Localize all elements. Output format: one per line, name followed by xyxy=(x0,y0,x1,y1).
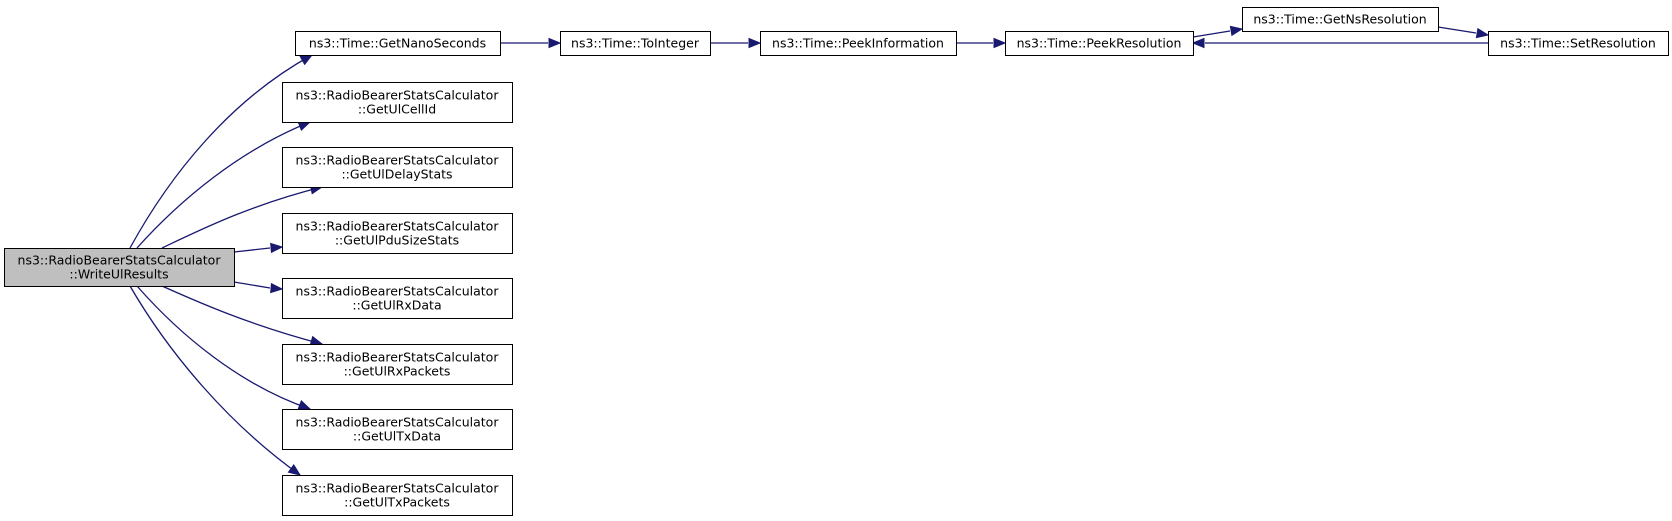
node-delay[interactable]: ns3::RadioBearerStatsCalculator::GetUlDe… xyxy=(282,147,513,188)
edge-tointeger-to-peekinfo xyxy=(710,37,762,49)
nodes-layer: ns3::RadioBearerStatsCalculator::WriteUl… xyxy=(4,7,1669,516)
edge-getnano-to-tointeger xyxy=(500,37,562,49)
node-label: ns3::RadioBearerStatsCalculator xyxy=(296,284,500,299)
edge-line xyxy=(136,121,311,249)
node-label: ns3::RadioBearerStatsCalculator xyxy=(296,153,500,168)
node-box xyxy=(1488,31,1669,56)
node-label: ns3::Time::SetResolution xyxy=(1500,36,1656,51)
node-peekres[interactable]: ns3::Time::PeekResolution xyxy=(1005,31,1194,56)
node-box xyxy=(282,213,513,254)
node-box xyxy=(282,278,513,319)
arrow-head xyxy=(993,37,1007,49)
node-label: ::GetUlDelayStats xyxy=(341,167,452,182)
arrow-head xyxy=(1475,27,1490,39)
node-box xyxy=(1005,31,1194,56)
node-rxpkt[interactable]: ns3::RadioBearerStatsCalculator::GetUlRx… xyxy=(282,344,513,385)
edge-setres-to-peekres xyxy=(1191,37,1488,49)
edge-write-to-txpkt xyxy=(129,285,302,476)
node-label: ns3::RadioBearerStatsCalculator xyxy=(296,219,500,234)
node-label: ns3::RadioBearerStatsCalculator xyxy=(296,415,500,430)
edge-line xyxy=(1192,30,1231,38)
edge-write-to-pdu xyxy=(233,242,284,254)
arrow-head xyxy=(299,54,314,66)
edge-getns-to-setres xyxy=(1437,26,1490,39)
node-txdata[interactable]: ns3::RadioBearerStatsCalculator::GetUlTx… xyxy=(282,409,513,450)
edge-line xyxy=(161,186,323,249)
node-box xyxy=(1242,7,1439,32)
node-box xyxy=(282,344,513,385)
arrow-head xyxy=(297,121,312,132)
node-pdu[interactable]: ns3::RadioBearerStatsCalculator::GetUlPd… xyxy=(282,213,513,254)
node-setres[interactable]: ns3::Time::SetResolution xyxy=(1488,31,1669,56)
node-getns[interactable]: ns3::Time::GetNsResolution xyxy=(1242,7,1439,32)
arrow-head xyxy=(270,282,284,294)
arrow-head xyxy=(1229,25,1244,37)
node-label: ::GetUlCellId xyxy=(358,102,436,117)
edge-line xyxy=(161,285,323,345)
node-label: ::GetUlPduSizeStats xyxy=(335,233,459,248)
node-label: ns3::RadioBearerStatsCalculator xyxy=(18,253,222,268)
arrow-head xyxy=(748,37,762,49)
node-box xyxy=(560,31,711,56)
node-box xyxy=(282,147,513,188)
node-tointeger[interactable]: ns3::Time::ToInteger xyxy=(560,31,711,56)
arrow-head xyxy=(287,463,302,476)
edge-line xyxy=(129,285,301,476)
edge-line xyxy=(233,247,271,253)
node-label: ::GetUlRxPackets xyxy=(344,364,451,379)
node-box xyxy=(4,248,235,287)
node-label: ::WriteUlResults xyxy=(69,267,168,282)
node-label: ns3::Time::ToInteger xyxy=(571,36,700,51)
edges-layer xyxy=(129,25,1490,476)
node-write[interactable]: ns3::RadioBearerStatsCalculator::WriteUl… xyxy=(4,248,235,287)
node-label: ::GetUlTxPackets xyxy=(344,495,450,510)
node-rxdata[interactable]: ns3::RadioBearerStatsCalculator::GetUlRx… xyxy=(282,278,513,319)
edge-line xyxy=(233,281,271,289)
node-cellid[interactable]: ns3::RadioBearerStatsCalculator::GetUlCe… xyxy=(282,82,513,123)
node-getnano[interactable]: ns3::Time::GetNanoSeconds xyxy=(295,31,501,56)
node-box xyxy=(282,475,513,516)
edge-write-to-rxdata xyxy=(233,281,284,294)
node-peekinfo[interactable]: ns3::Time::PeekInformation xyxy=(760,31,957,56)
node-label: ns3::Time::PeekResolution xyxy=(1017,36,1182,51)
node-box xyxy=(760,31,957,56)
arrow-head xyxy=(297,399,312,410)
node-box xyxy=(282,409,513,450)
edge-line xyxy=(129,54,313,249)
node-box xyxy=(295,31,501,56)
node-label: ::GetUlRxData xyxy=(352,298,441,313)
node-label: ns3::Time::PeekInformation xyxy=(772,36,944,51)
node-box xyxy=(282,82,513,123)
node-label: ns3::RadioBearerStatsCalculator xyxy=(296,350,500,365)
node-label: ns3::Time::GetNanoSeconds xyxy=(309,36,486,51)
node-txpkt[interactable]: ns3::RadioBearerStatsCalculator::GetUlTx… xyxy=(282,475,513,516)
edge-line xyxy=(1437,26,1477,34)
arrow-head xyxy=(548,37,562,49)
edge-peekres-to-getns xyxy=(1192,25,1244,38)
node-label: ns3::RadioBearerStatsCalculator xyxy=(296,481,500,496)
arrow-head xyxy=(1191,37,1205,49)
edge-line xyxy=(136,285,311,410)
node-label: ns3::Time::GetNsResolution xyxy=(1253,12,1426,27)
arrow-head xyxy=(270,242,284,254)
edge-peekinfo-to-peekres xyxy=(956,37,1007,49)
node-label: ::GetUlTxData xyxy=(353,429,441,444)
node-label: ns3::RadioBearerStatsCalculator xyxy=(296,88,500,103)
